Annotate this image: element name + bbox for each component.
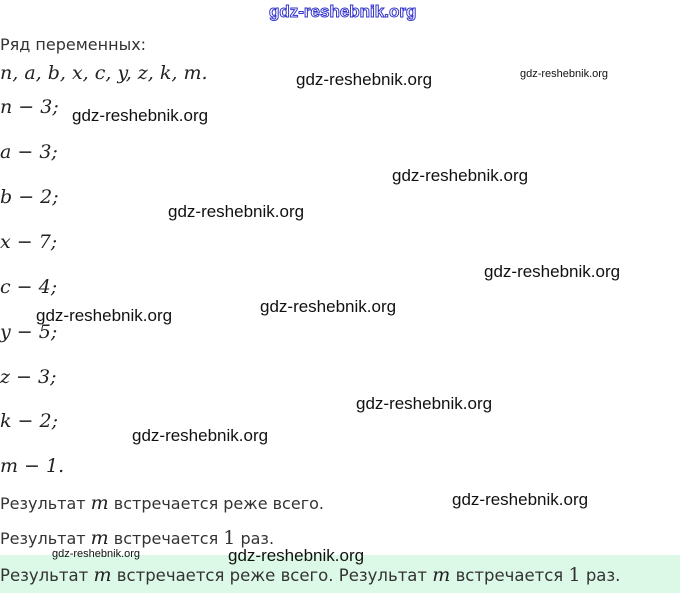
final-answer: Результат m встречается реже всего. Резу… <box>0 564 621 586</box>
watermark: gdz-reshebnik.org <box>392 166 529 185</box>
watermark: gdz-reshebnik.org <box>452 490 589 509</box>
watermark: gdz-reshebnik.org <box>484 262 621 281</box>
result-line-1: Результат m встречается реже всего. <box>0 492 324 514</box>
answer-highlight <box>0 555 680 593</box>
watermark: gdz-reshebnik.org <box>132 426 269 445</box>
count-n: n − 3; <box>0 96 59 118</box>
count-z: z − 3; <box>0 366 57 388</box>
watermark: gdz-reshebnik.org <box>52 548 141 560</box>
watermark: gdz-reshebnik.org <box>268 2 417 22</box>
watermark: gdz-reshebnik.org <box>260 297 397 316</box>
watermark: gdz-reshebnik.org <box>356 394 493 413</box>
watermark: gdz-reshebnik.org <box>72 106 209 125</box>
variable-sequence: n, a, b, x, c, y, z, k, m. <box>0 62 208 84</box>
count-m: m − 1. <box>0 455 65 477</box>
count-c: c − 4; <box>0 276 58 298</box>
result-line-2: Результат m встречается 1 раз. <box>0 527 275 549</box>
watermark: gdz-reshebnik.org <box>520 68 609 80</box>
watermark: gdz-reshebnik.org <box>296 70 433 89</box>
watermark: gdz-reshebnik.org <box>168 202 305 221</box>
watermark: gdz-reshebnik.org <box>228 546 365 565</box>
count-y: y − 5; <box>0 321 58 343</box>
count-k: k − 2; <box>0 410 59 432</box>
count-a: a − 3; <box>0 141 58 163</box>
count-b: b − 2; <box>0 186 59 208</box>
count-x: x − 7; <box>0 231 58 253</box>
watermark: gdz-reshebnik.org <box>36 306 173 325</box>
heading: Ряд переменных: <box>0 35 147 54</box>
